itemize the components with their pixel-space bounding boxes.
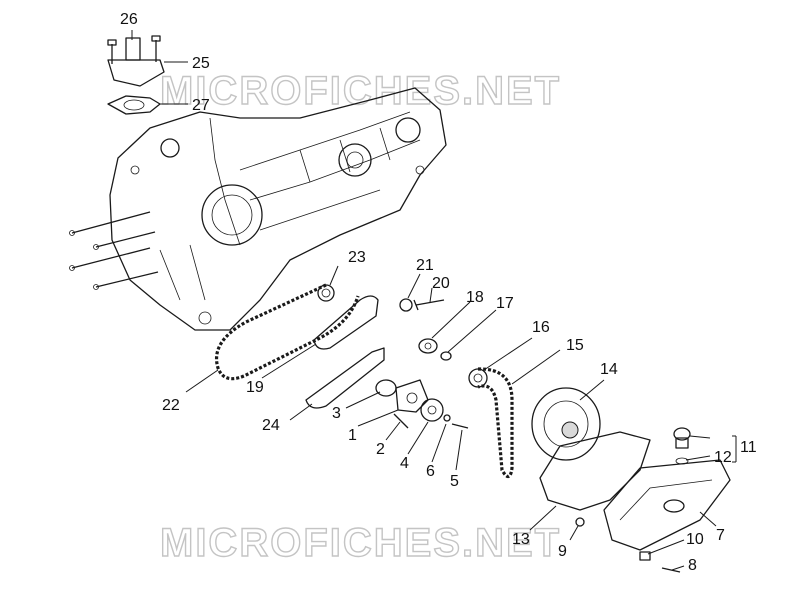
callout-6: 6 [426, 463, 435, 480]
washer-18 [418, 338, 438, 354]
callout-26: 26 [120, 11, 138, 28]
chain-guide-24 [305, 347, 385, 409]
timing-chain [215, 283, 360, 381]
callout-2: 2 [376, 441, 385, 458]
callout-17: 17 [496, 295, 514, 312]
callout-20: 20 [432, 275, 450, 292]
callout-19: 19 [246, 379, 264, 396]
spacer-17 [440, 351, 452, 361]
leader-lines [131, 30, 737, 571]
callout-23: 23 [348, 249, 366, 266]
callout-3: 3 [332, 405, 341, 422]
callout-1: 1 [348, 427, 357, 444]
oil-pump [375, 379, 469, 429]
callout-9: 9 [558, 543, 567, 560]
crankcase [69, 87, 447, 331]
callouts: 26 25 27 23 21 20 18 17 16 15 14 11 12 7… [120, 11, 757, 574]
callout-5: 5 [450, 473, 459, 490]
callout-8: 8 [688, 557, 697, 574]
callout-4: 4 [400, 455, 409, 472]
callout-18: 18 [466, 289, 484, 306]
dipstick [673, 427, 691, 465]
washer-21 [399, 298, 413, 312]
callout-13: 13 [512, 531, 530, 548]
oil-sump [575, 459, 731, 573]
callout-15: 15 [566, 337, 584, 354]
gasket-13 [539, 431, 651, 511]
callout-27: 27 [192, 97, 210, 114]
pump-sprocket [468, 368, 488, 388]
watermark-bottom: MICROFICHES.NET [160, 521, 561, 565]
callout-11: 11 [740, 439, 757, 456]
callout-25: 25 [192, 55, 210, 72]
callout-10: 10 [686, 531, 704, 548]
callout-12: 12 [714, 449, 732, 466]
callout-7: 7 [716, 527, 725, 544]
callout-21: 21 [416, 257, 434, 274]
chain-guide-19 [313, 295, 379, 350]
pump-cover [531, 387, 601, 461]
callout-14: 14 [600, 361, 618, 378]
callout-16: 16 [532, 319, 550, 336]
bolt-20 [413, 299, 445, 311]
callout-22: 22 [162, 397, 180, 414]
watermark-top: MICROFICHES.NET [160, 69, 561, 113]
chain-tensioner [107, 35, 165, 115]
pump-chain [477, 367, 514, 479]
callout-24: 24 [262, 417, 280, 434]
